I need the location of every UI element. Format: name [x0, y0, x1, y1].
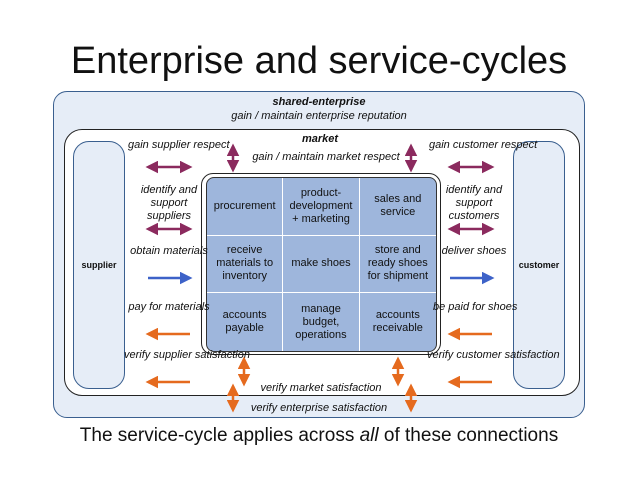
right-label-gain-customer-respect: gain customer respect	[429, 139, 538, 151]
enterprise-satisfaction-label: verify enterprise satisfaction	[250, 402, 388, 414]
caption: The service-cycle applies across all of …	[79, 425, 559, 446]
grid-cell-make-shoes: make shoes	[283, 235, 360, 294]
right-label-deliver-shoes: deliver shoes	[441, 245, 507, 257]
market-respect-label: gain / maintain market respect	[252, 151, 400, 163]
market-satisfaction-label: verify market satisfaction	[260, 382, 382, 394]
grid-cell-store-ready-shoes: store and ready shoes for shipment	[359, 236, 436, 294]
grid-cell-procurement: procurement	[207, 178, 284, 236]
shared-enterprise-label: shared-enterprise	[272, 96, 366, 108]
right-label-paid-for-shoes: be paid for shoes	[433, 301, 518, 313]
grid-cell-manage-budget: manage budget, operations	[283, 293, 360, 351]
left-label-identify-suppliers: identify and support suppliers	[140, 184, 198, 222]
market-label: market	[301, 133, 339, 145]
right-label-identify-customers: identify and support customers	[445, 184, 503, 222]
left-label-gain-supplier-respect: gain supplier respect	[128, 139, 230, 151]
supplier-label: supplier	[81, 260, 117, 270]
left-label-obtain-materials: obtain materials	[130, 245, 208, 257]
supplier-box: supplier	[73, 141, 125, 389]
enterprise-reputation-label: gain / maintain enterprise reputation	[231, 110, 407, 122]
page-title: Enterprise and service-cycles	[70, 40, 568, 82]
grid-cell-accounts-receivable: accounts receivable	[372, 309, 423, 335]
customer-label: customer	[518, 260, 560, 270]
customer-box: customer	[513, 141, 565, 389]
grid-cell-accounts-payable: accounts payable	[207, 293, 284, 351]
grid-cell-sales-service: sales and service	[359, 178, 436, 236]
grid-cell-product-development: product-development + marketing	[283, 178, 360, 236]
enterprise-process-grid: procurement product-development + market…	[206, 177, 437, 352]
grid-cell-receive-materials: receive materials to inventory	[207, 235, 284, 294]
left-label-pay-materials: pay for materials	[128, 301, 210, 313]
